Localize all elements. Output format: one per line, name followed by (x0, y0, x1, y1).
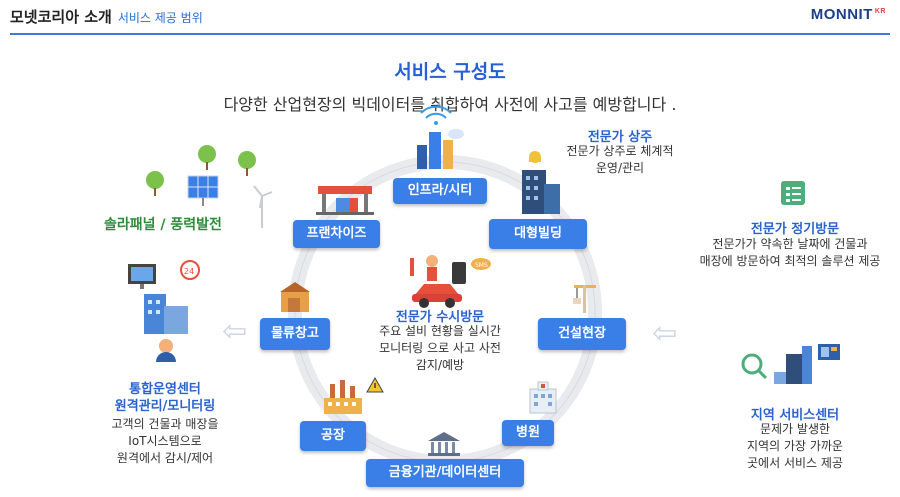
field-engineer-icon: SMS (410, 255, 491, 308)
support-24h-icon: 24 (180, 260, 200, 280)
warning-icon (366, 376, 384, 393)
header-title-text: 모넷코리아 소개 (10, 8, 112, 26)
bank-icon (428, 432, 460, 456)
local-line: 문제가 발생한 (759, 422, 831, 436)
arrow-right-icon: ⇦ (222, 314, 248, 349)
tree-icon (238, 151, 256, 176)
page-subtitle: 다양한 산업현장의 빅데이터를 취합하여 사전에 사고를 예방합니다 . (223, 95, 677, 114)
svg-text:24: 24 (184, 267, 194, 276)
solar-wind-label: 솔라패널 / 풍력발전 (104, 217, 222, 233)
node-factory[interactable]: 공장 (300, 421, 366, 451)
node-infra-city[interactable]: 인프라/시티 (393, 178, 487, 204)
wind-turbine-icon (253, 185, 273, 228)
header-subtitle: 서비스 제공 범위 (117, 11, 203, 25)
factory-icon (324, 380, 362, 414)
logo-suffix: KR (874, 8, 886, 15)
local-service-title: 지역 서비스센터 (750, 408, 840, 423)
resident-line: 전문가 상주로 체계적 (566, 144, 674, 158)
ops-center-title: 통합운영센터 원격관리/모니터링 (80, 381, 250, 415)
node-construction-site[interactable]: 건설현장 (538, 318, 626, 350)
local-line: 곳에서 서비스 제공 (747, 456, 843, 470)
resident-line: 운영/관리 (595, 161, 645, 175)
solar-panel-icon (187, 175, 219, 206)
arrow-left-icon: ⇦ (652, 316, 678, 351)
resident-expert-description: 전문가 상주로 체계적 운영/관리 (560, 143, 680, 177)
svg-text:SMS: SMS (475, 262, 488, 269)
ops-line: IoT시스템으로 (128, 434, 202, 448)
crane-icon (573, 285, 596, 313)
ops-center-description: 고객의 건물과 매장을 IoT시스템으로 원격에서 감시/제어 (80, 416, 250, 467)
local-service-description: 문제가 발생한 지역의 가장 가까운 곳에서 서비스 제공 (720, 421, 870, 472)
local-line: 지역의 가장 가까운 (747, 439, 843, 453)
large-building-icon (522, 151, 560, 214)
magnifier-icon (741, 353, 768, 380)
center-title: 전문가 수시방문 (395, 310, 485, 325)
office-building-icon (144, 294, 188, 334)
regular-visit-description: 전문가가 약속한 날짜에 건물과 매장에 방문하여 최적의 솔루션 제공 (680, 236, 900, 270)
header-divider (10, 33, 890, 35)
center-line: 감지/예방 (415, 358, 465, 372)
tree-icon (198, 145, 216, 170)
hospital-icon (529, 381, 557, 414)
tree-icon (146, 171, 164, 196)
dashboard-icon (818, 344, 840, 360)
node-hospital[interactable]: 병원 (502, 420, 554, 446)
node-large-building[interactable]: 대형빌딩 (489, 219, 587, 249)
warehouse-icon (280, 282, 310, 312)
service-center-building-icon (774, 346, 812, 384)
visit-line: 전문가가 약속한 날짜에 건물과 (712, 237, 868, 251)
ops-line: 고객의 건물과 매장을 (111, 417, 219, 431)
node-warehouse[interactable]: 물류창고 (260, 318, 330, 350)
logo-text: MONNIT (810, 6, 873, 23)
operator-icon (156, 339, 176, 362)
visit-line: 매장에 방문하여 최적의 솔루션 제공 (699, 254, 881, 268)
node-franchise[interactable]: 프랜차이즈 (293, 220, 380, 248)
center-line: 모니터링 으로 사고 사전 (379, 341, 501, 355)
ops-title-line: 원격관리/모니터링 (114, 399, 216, 414)
center-description: 주요 설비 현황을 실시간 모니터링 으로 사고 사전 감지/예방 (330, 323, 550, 374)
header-title: 모넷코리아 소개 서비스 제공 범위 (10, 6, 203, 27)
page-title: 서비스 구성도 (394, 61, 506, 83)
resident-expert-title: 전문가 상주 (587, 130, 653, 145)
city-wifi-icon (417, 105, 464, 169)
center-line: 주요 설비 현황을 실시간 (379, 324, 501, 338)
monitor-icon (128, 264, 156, 289)
regular-visit-title: 전문가 정기방문 (750, 222, 840, 237)
gas-station-icon (316, 186, 374, 215)
ops-line: 원격에서 감시/제어 (116, 451, 214, 465)
checklist-icon (781, 181, 805, 205)
ops-title-line: 통합운영센터 (129, 382, 201, 397)
node-finance-datacenter[interactable]: 금융기관/데이터센터 (366, 459, 524, 487)
